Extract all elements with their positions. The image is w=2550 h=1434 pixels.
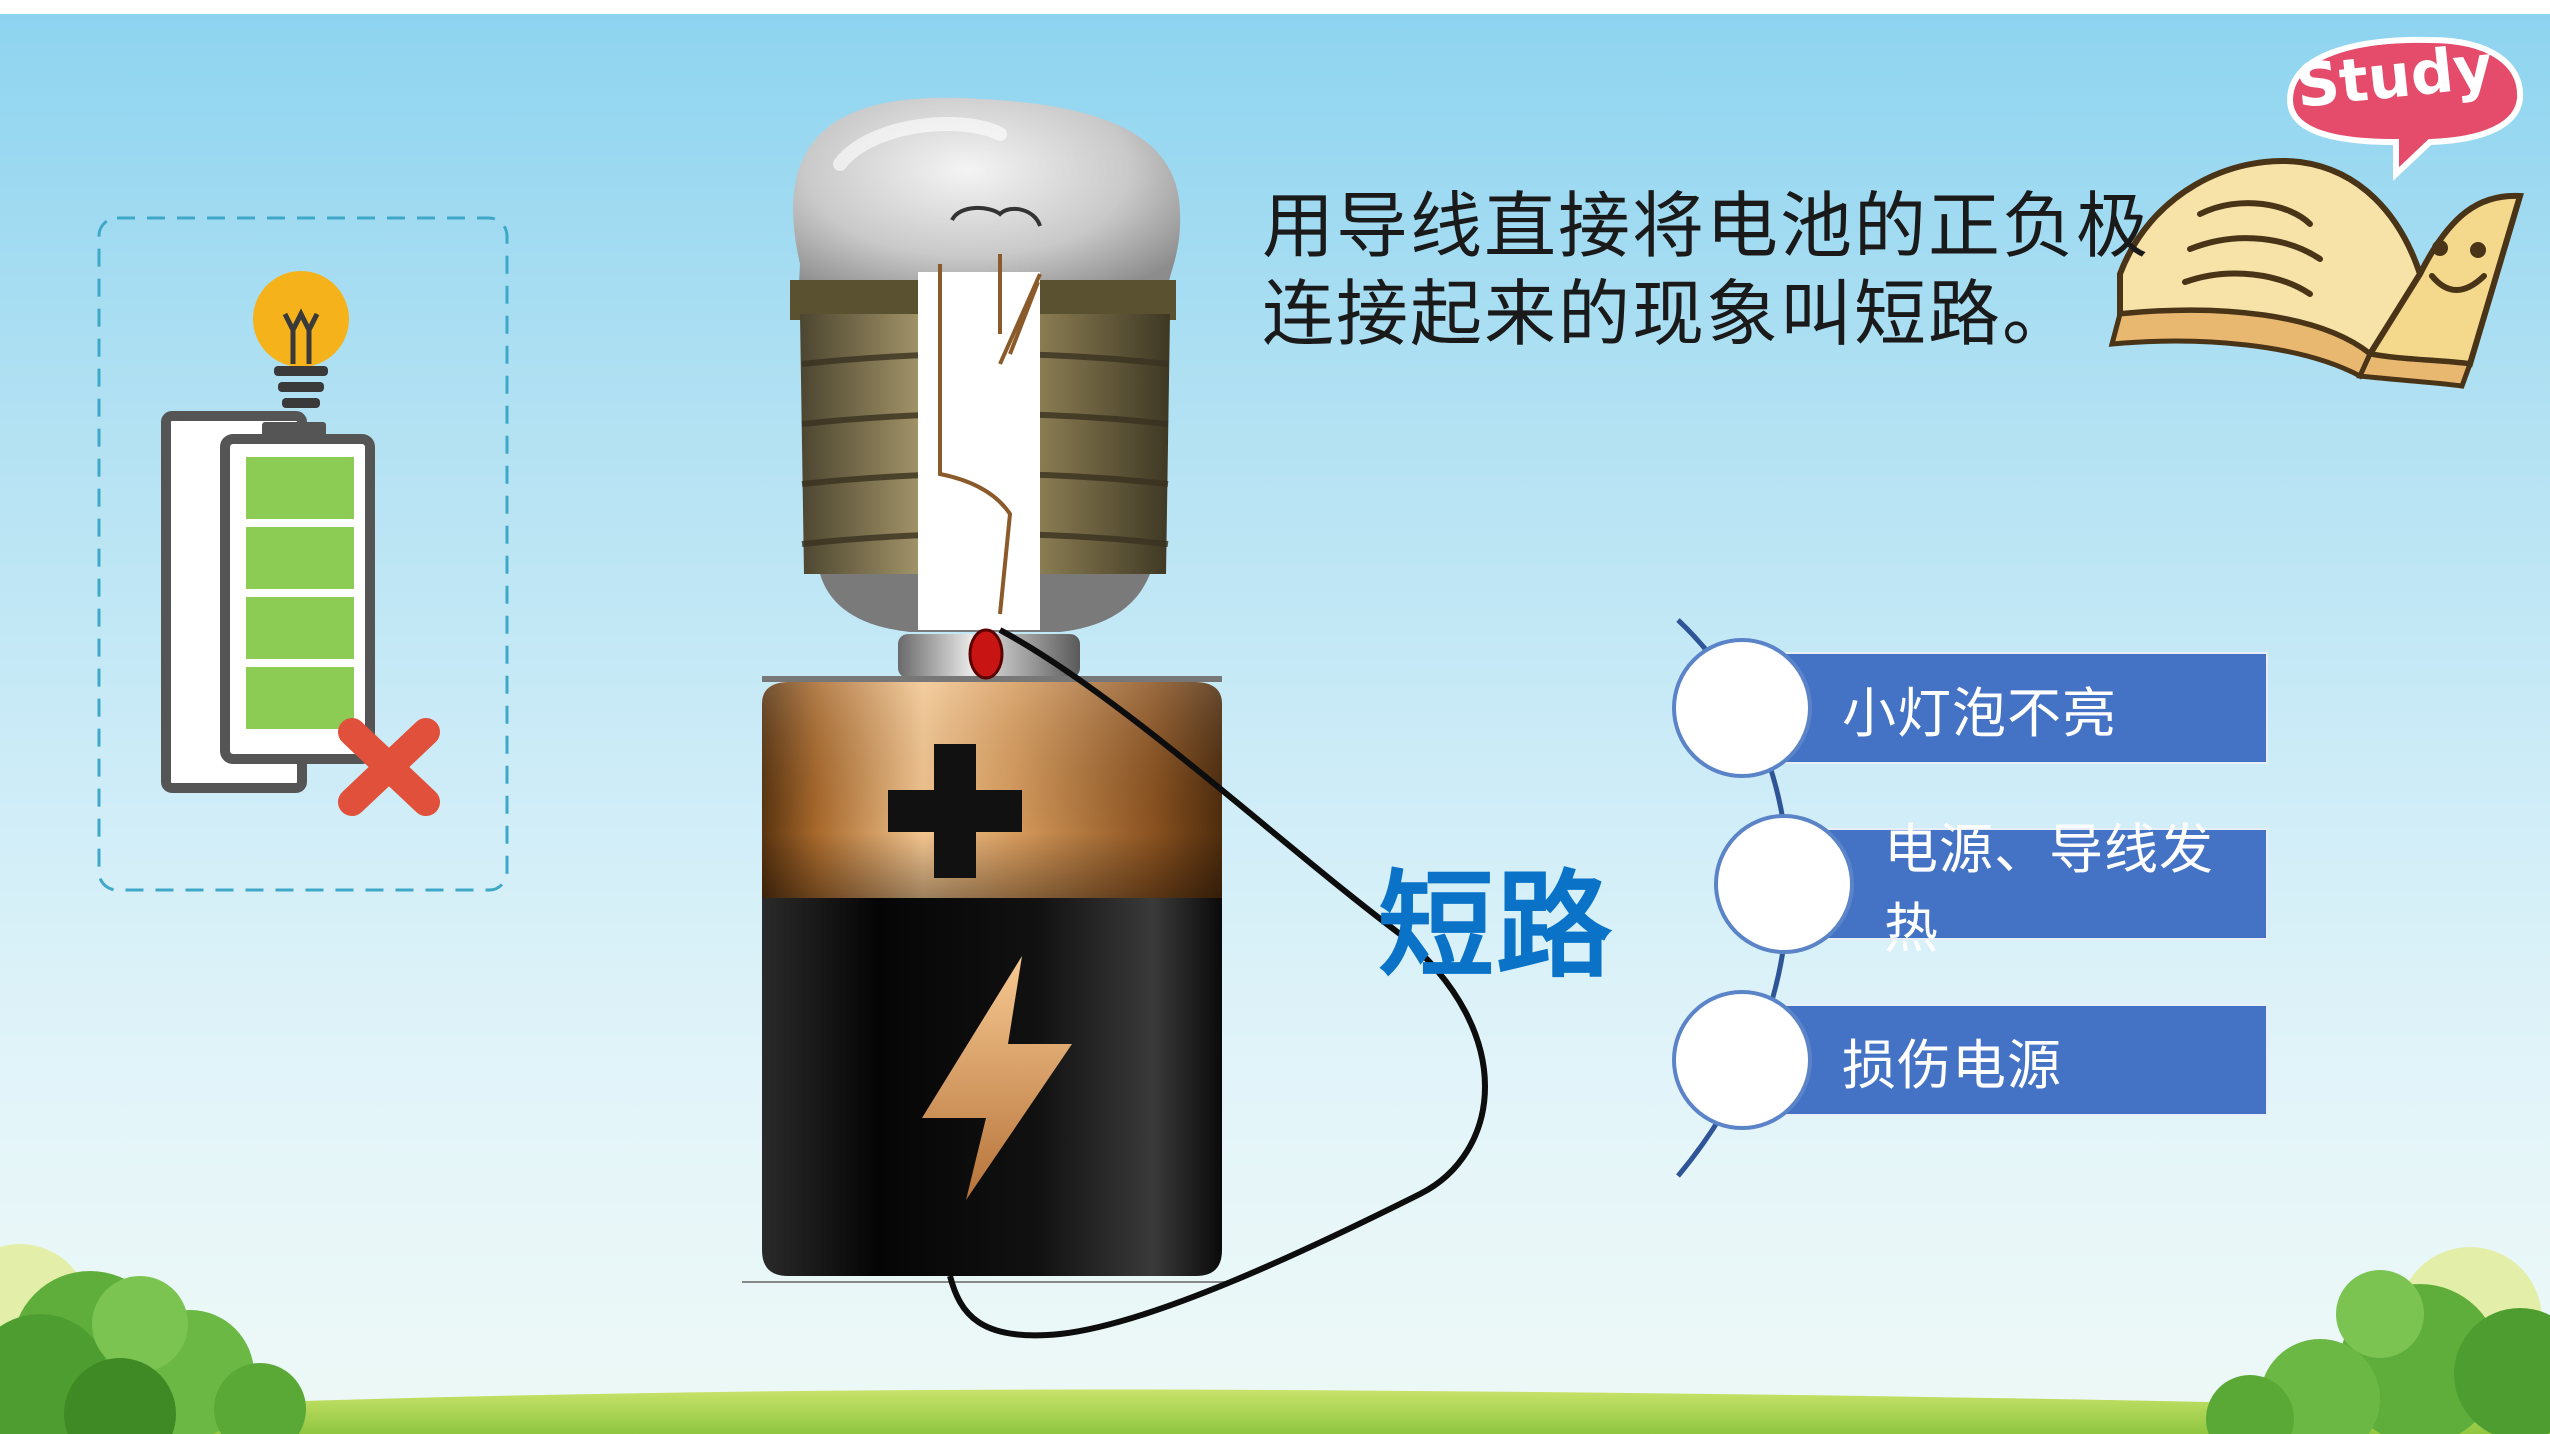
effect-label: 小灯泡不亮 [1842, 681, 2117, 745]
page-title: 短路 [1378, 859, 1614, 994]
grass [0, 1389, 2550, 1434]
definition-line-2: 连接起来的现象叫短路。 [1262, 272, 2077, 356]
book-icon [2108, 158, 2524, 389]
battery-icon [161, 411, 375, 793]
effect-bullet [1714, 814, 1854, 954]
effect-label: 损伤电源 [1842, 1033, 2062, 1097]
study-bubble [2286, 36, 2524, 181]
effect-bullet [1672, 990, 1812, 1130]
slide: Study 用导线直接将电池的正负极 连接起来的现象叫短路。 短路 小灯泡不亮 … [0, 14, 2550, 1434]
bush-left [0, 1244, 306, 1434]
effect-item-1: 小灯泡不亮 [1740, 652, 2268, 764]
effect-item-3: 损伤电源 [1740, 1004, 2268, 1116]
definition-text: 用导线直接将电池的正负极 连接起来的现象叫短路。 [1262, 182, 2162, 358]
effect-item-2: 电源、导线发热 [1782, 818, 2268, 960]
scene-art [0, 36, 2550, 1434]
lightning-icon [922, 956, 1072, 1200]
bush-right [2206, 1247, 2550, 1434]
battery [742, 628, 1230, 1283]
lightbulb-icon [253, 271, 349, 408]
icon-frame [97, 216, 509, 892]
effect-label: 电源、导线发热 [1884, 818, 2214, 960]
definition-line-1: 用导线直接将电池的正负极 [1262, 184, 2151, 268]
plus-icon [888, 744, 1022, 878]
wire [947, 627, 1488, 1339]
effect-bullet [1672, 638, 1812, 778]
cross-icon [338, 718, 440, 816]
bulb [790, 97, 1181, 632]
